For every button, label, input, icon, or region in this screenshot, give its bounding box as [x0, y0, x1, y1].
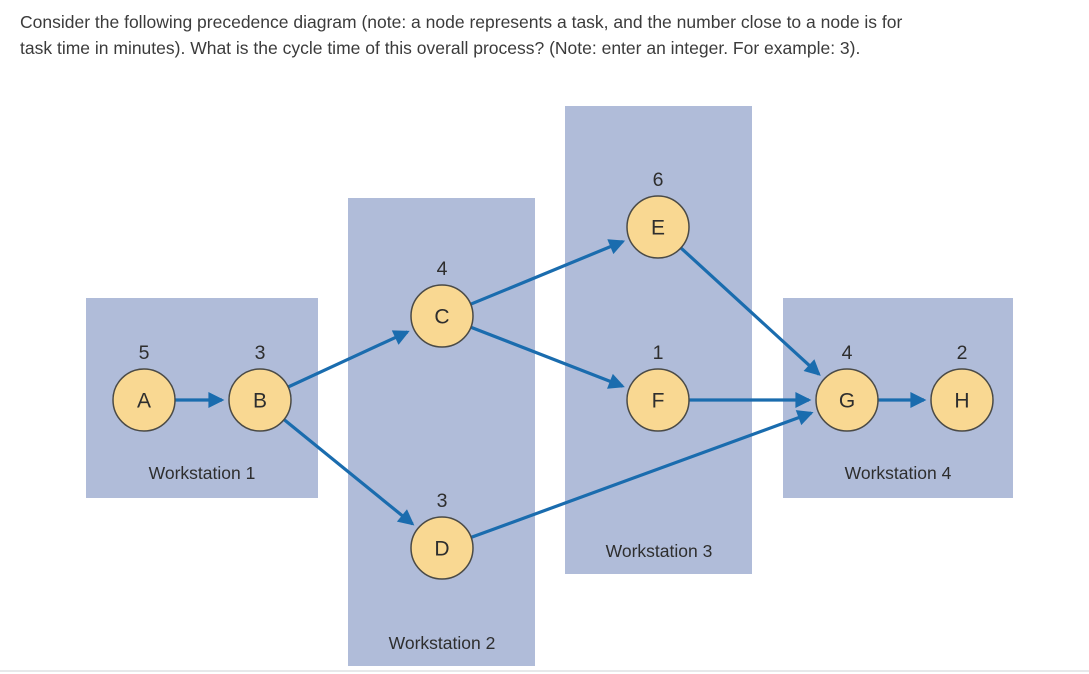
node-F-label: F	[652, 390, 665, 413]
edge-B-C-arrow	[287, 330, 410, 389]
node-H-circle	[930, 368, 994, 432]
node-H-time: 2	[957, 342, 968, 364]
workstation-3-box	[565, 106, 752, 574]
node-B-time: 3	[255, 342, 266, 364]
workstation-4-label: Workstation 4	[845, 463, 952, 483]
node-A-circle	[112, 368, 176, 432]
edge-E-G-arrow	[679, 246, 821, 376]
node-D-label: D	[434, 538, 449, 561]
node-E-circle	[626, 195, 690, 259]
node-G-circle	[815, 368, 879, 432]
node-A-label: A	[137, 390, 151, 413]
edge-C-E-arrow	[470, 239, 626, 306]
node-E-time: 6	[653, 169, 664, 191]
workstation-2-box	[348, 198, 535, 666]
node-C-time: 4	[437, 258, 448, 280]
question-line-2: task time in minutes). What is the cycle…	[20, 38, 861, 58]
workstation-2-label: Workstation 2	[389, 633, 496, 653]
node-F-time: 1	[653, 342, 664, 364]
precedence-arrows-layer	[175, 239, 927, 539]
node-D-circle	[410, 516, 474, 580]
workstation-3-label: Workstation 3	[606, 541, 713, 561]
edge-C-F-arrow	[470, 325, 625, 389]
workstation-1-label: Workstation 1	[149, 463, 256, 483]
node-D-time: 3	[437, 490, 448, 512]
task-nodes-layer: A 5B 3 C 4D 3 E 6F 1G 4H 2	[112, 169, 994, 580]
node-H-label: H	[954, 390, 969, 413]
edge-D-G-arrow	[470, 410, 814, 539]
edge-B-D-arrow	[283, 418, 415, 526]
question-line-1: Consider the following precedence diagra…	[20, 12, 903, 32]
bottom-divider	[0, 670, 1089, 672]
node-B-circle	[228, 368, 292, 432]
node-E-label: E	[651, 217, 665, 240]
node-C-circle	[410, 284, 474, 348]
node-G-label: G	[839, 390, 855, 413]
node-F-circle	[626, 368, 690, 432]
node-A-time: 5	[139, 342, 150, 364]
node-B-label: B	[253, 390, 267, 413]
workstation-labels-layer: Workstation 1 Workstation 2 Workstation 3 W…	[149, 463, 952, 653]
question-text: Consider the following precedence diagra…	[20, 9, 1080, 61]
node-G-time: 4	[842, 342, 853, 364]
node-C-label: C	[434, 306, 449, 329]
